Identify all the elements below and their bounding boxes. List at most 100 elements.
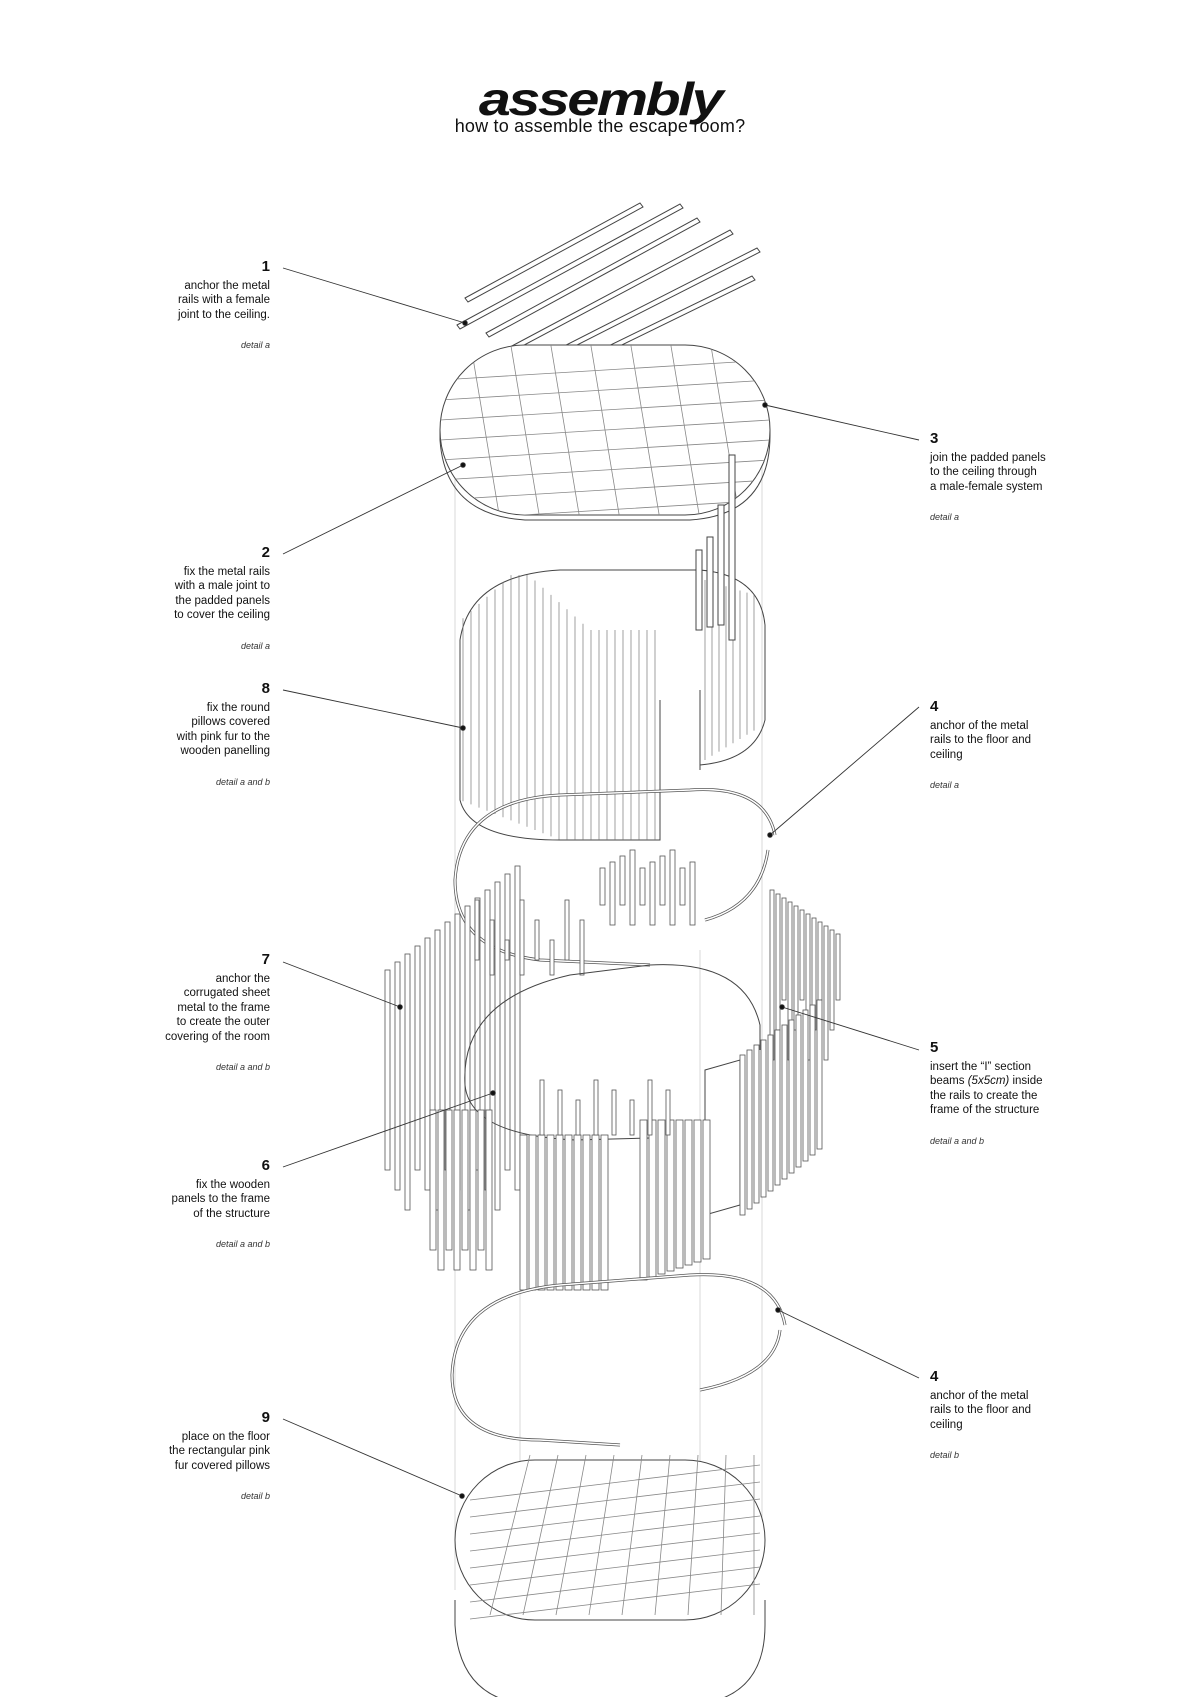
- step-description-part: inside the rails to create the frame of …: [930, 1075, 1043, 1116]
- drawing-rod: [809, 1004, 816, 1156]
- step-5-annotation: 5 insert the “I” section beams (5x5cm) i…: [930, 1039, 1100, 1148]
- step-detail-reference: detail a and b: [215, 1239, 270, 1249]
- drawing-rod: [675, 1119, 684, 1269]
- step-detail-reference: detail a and b: [215, 776, 270, 787]
- drawing-rod: [539, 1079, 545, 1136]
- drawing-rod: [753, 1044, 760, 1204]
- drawing-rod: [489, 919, 495, 976]
- drawing-stroke: [489, 1454, 531, 1616]
- drawing-rod: [494, 881, 501, 1211]
- drawing-rod: [394, 961, 401, 1191]
- drawing-rod: [774, 1029, 781, 1186]
- drawing-rod: [564, 1134, 573, 1291]
- step-1-annotation: 1 anchor the metal rails with a female j…: [100, 258, 270, 353]
- step-4-floor-annotation: 4 anchor of the metal rails to the floor…: [930, 1368, 1100, 1463]
- drawing-rod: [679, 867, 686, 906]
- beam-size: (5x5cm): [967, 1075, 1010, 1087]
- drawing-rod: [781, 1024, 788, 1180]
- drawing-stroke: [621, 1454, 643, 1616]
- drawing-rod: [665, 1089, 671, 1136]
- drawing-rod: [404, 953, 411, 1211]
- step-6-annotation: 6 fix the wooden panels to the frame of …: [100, 1157, 270, 1252]
- drawing-stroke: [720, 1454, 727, 1616]
- drawing-rod: [534, 919, 540, 961]
- step-3-annotation: 3 join the padded panels to the ceiling …: [930, 431, 1100, 525]
- page-title: assembly: [478, 73, 724, 125]
- drawing-rod: [817, 921, 823, 1001]
- drawing-rod: [474, 899, 480, 961]
- padded-ceiling-panel: [439, 344, 771, 521]
- drawing-rod: [684, 1119, 693, 1266]
- step-number: 5: [930, 1039, 939, 1056]
- step-description: anchor of the metal rails to the floor a…: [930, 719, 1032, 761]
- drawing-rod: [611, 1089, 617, 1136]
- drawing-rod: [453, 1109, 461, 1271]
- drawing-rod: [666, 1119, 675, 1272]
- step-description: fix the wooden panels to the frame of th…: [171, 1178, 270, 1220]
- drawing-rod: [648, 1119, 657, 1278]
- step-number: 6: [261, 1157, 270, 1174]
- step-detail-reference: detail a: [930, 780, 960, 790]
- step-number: 7: [261, 951, 270, 968]
- drawing-rod: [555, 1134, 564, 1291]
- drawing-rod: [788, 1019, 795, 1174]
- drawing-rod: [609, 861, 616, 926]
- drawing-rod: [702, 1119, 711, 1260]
- drawing-rod: [739, 1054, 746, 1216]
- wooden-panels: [429, 999, 823, 1291]
- step-9-annotation: 9 place on the floor the rectangular pin…: [100, 1410, 270, 1504]
- drawing-rod: [689, 861, 696, 926]
- drawing-stroke: [687, 1454, 699, 1616]
- step-description: join the padded panels to the ceiling th…: [930, 451, 1046, 493]
- drawing-rod: [823, 925, 829, 1061]
- drawing-rod: [437, 1109, 445, 1271]
- drawing-rod: [593, 1079, 599, 1136]
- drawing-rod: [573, 1134, 582, 1291]
- drawing-rod: [835, 933, 841, 1001]
- drawing-rod: [639, 867, 646, 906]
- leader-lines: [282, 267, 920, 1499]
- page-subtitle: how to assemble the escape room?: [454, 116, 746, 136]
- drawing-stroke: [469, 1515, 761, 1552]
- drawing-rod: [802, 1009, 809, 1162]
- alignment-guides: [454, 430, 763, 1590]
- step-detail-reference: detail a and b: [930, 1135, 985, 1146]
- drawing-rod: [649, 861, 656, 926]
- drawing-stroke: [469, 1583, 761, 1620]
- step-detail-reference: detail a: [240, 640, 270, 651]
- drawing-stroke: [469, 1532, 761, 1569]
- step-description: anchor of the metal rails to the floor a…: [930, 1389, 1032, 1431]
- drawing-rod: [795, 1014, 802, 1168]
- step-detail-reference: detail b: [930, 1450, 960, 1460]
- drawing-rod: [519, 899, 525, 976]
- step-2-annotation: 2 fix the metal rails with a male joint …: [100, 544, 270, 653]
- drawing-rod: [579, 919, 585, 976]
- drawing-rod: [775, 893, 781, 1031]
- lower-metal-rail: [450, 1273, 787, 1447]
- drawing-rod: [519, 1134, 528, 1291]
- drawing-rod: [549, 939, 555, 976]
- drawing-rod: [639, 1119, 648, 1281]
- drawing-rod: [619, 855, 626, 906]
- drawing-rod: [659, 855, 666, 906]
- drawing-rod: [746, 1049, 753, 1210]
- drawing-rod: [485, 1109, 493, 1271]
- step-description: insert the “I” section beams (5x5cm) ins…: [930, 1060, 1100, 1118]
- drawing-rod: [469, 1109, 477, 1271]
- drawing-rod: [600, 1134, 609, 1291]
- drawing-rod: [799, 909, 805, 1001]
- step-number: 4: [930, 698, 939, 715]
- drawing-rod: [816, 999, 823, 1150]
- wooden-panel-frame: [464, 964, 761, 1216]
- step-number: 2: [261, 544, 270, 561]
- step-detail-reference: detail a and b: [215, 1062, 270, 1072]
- step-description: place on the floor the rectangular pink …: [168, 1430, 270, 1472]
- step-number: 1: [261, 258, 270, 275]
- drawing-rod: [669, 849, 676, 926]
- drawing-rod: [528, 1134, 537, 1291]
- drawing-rod: [829, 929, 835, 1031]
- step-number: 4: [930, 1368, 939, 1385]
- drawing-rod: [546, 1134, 555, 1291]
- drawing-rod: [461, 1109, 469, 1251]
- drawing-stroke: [555, 1454, 587, 1616]
